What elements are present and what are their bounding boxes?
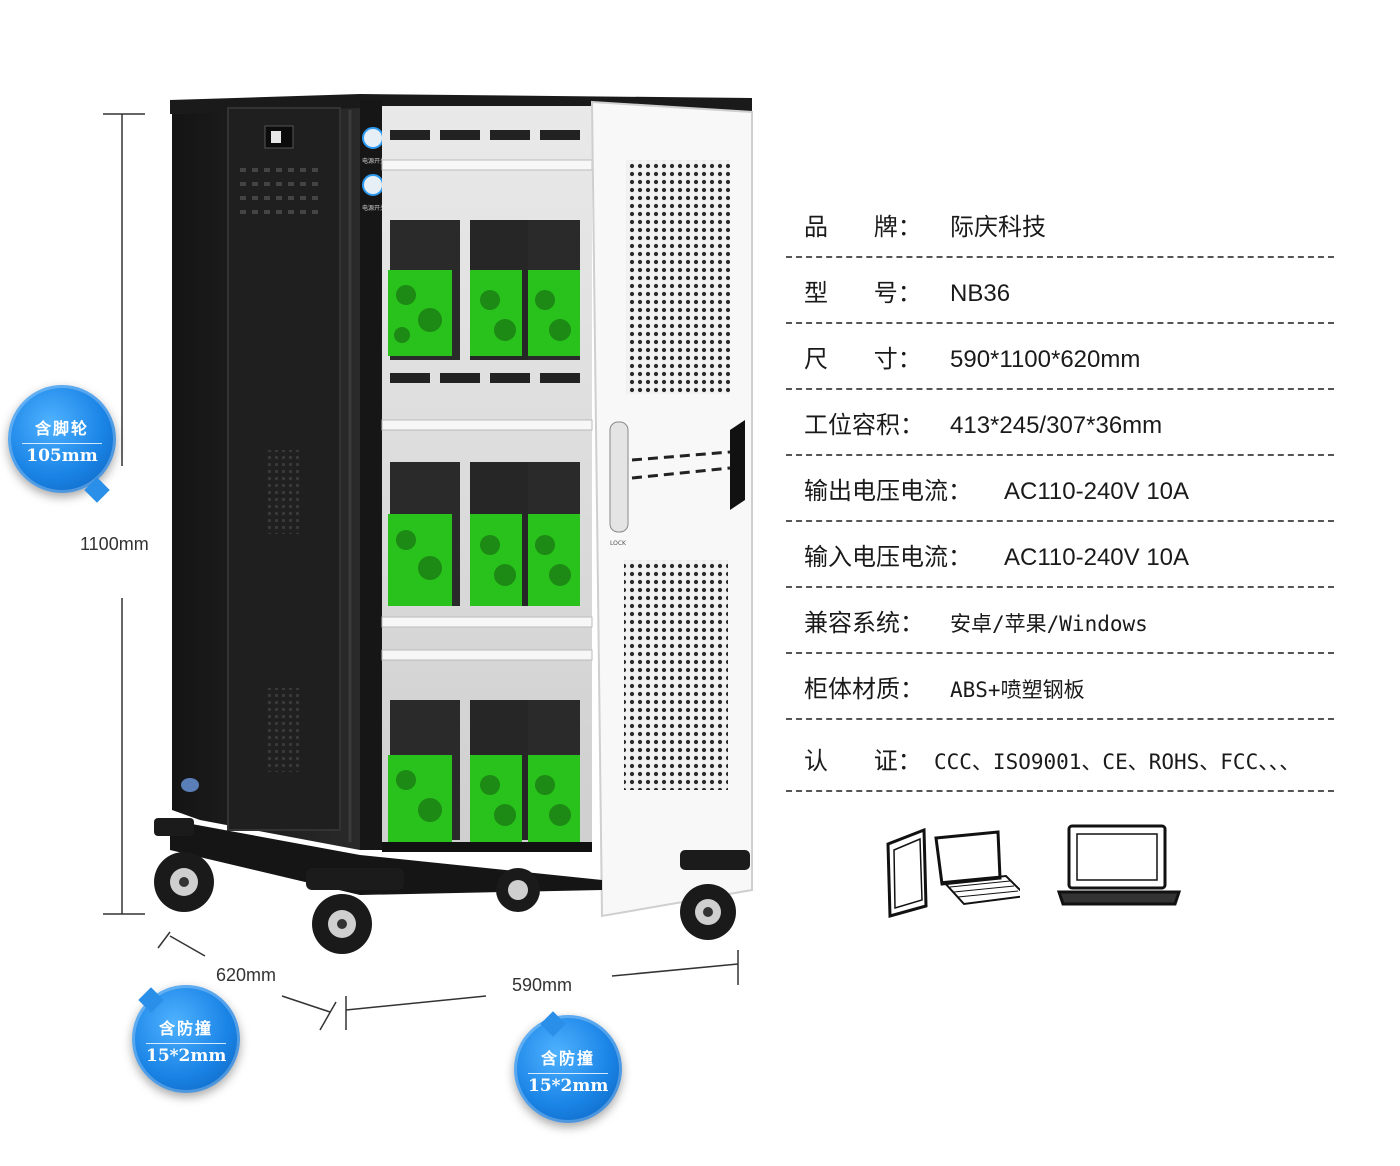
spec-row-size: 尺 寸： 590*1100*620mm — [786, 322, 1334, 390]
svg-text:LOCK: LOCK — [610, 540, 627, 547]
spec-row-output-power: 输出电压电流： AC110-240V 10A — [786, 454, 1334, 522]
spec-label: 柜体材质： — [804, 675, 924, 703]
charging-cabinet-image: 电源开关 电源开关 — [154, 94, 753, 954]
badge-line2: 15*2mm — [146, 1043, 226, 1066]
spec-value: AC110-240V 10A — [1004, 544, 1190, 571]
spec-row-material: 柜体材质： ABS+喷塑钢板 — [786, 652, 1334, 720]
spec-value: 际庆科技 — [950, 214, 1046, 241]
spec-value: NB36 — [950, 280, 1011, 307]
spec-value: 413*245/307*36mm — [950, 412, 1163, 439]
caster-badge: 含脚轮 105mm — [8, 385, 116, 503]
badge-line1: 含防撞 — [540, 1049, 595, 1068]
spec-row-brand: 品 牌： 际庆科技 — [786, 190, 1334, 258]
spec-label: 输入电压电流： — [804, 543, 972, 571]
spec-value: CCC、ISO9001、CE、ROHS、FCC、、、 — [934, 750, 1301, 774]
spec-row-slot-volume: 工位容积： 413*245/307*36mm — [786, 388, 1334, 456]
spec-row-certification: 认 证： CCC、ISO9001、CE、ROHS、FCC、、、 — [786, 724, 1334, 792]
depth-dimension: 620mm — [216, 965, 277, 985]
tablet-icon — [886, 827, 1020, 918]
badge-line2: 105mm — [22, 443, 102, 466]
spec-label: 输出电压电流： — [804, 477, 972, 505]
badge-line2: 15*2mm — [528, 1073, 608, 1096]
bumper-badge-right: 含防撞 15*2mm — [514, 1011, 622, 1123]
badge-line1: 含防撞 — [158, 1019, 213, 1038]
bumper-badge-left: 含防撞 15*2mm — [132, 985, 240, 1093]
laptop-icon — [1056, 824, 1182, 906]
spec-label: 尺 寸： — [804, 345, 922, 373]
spec-row-compatible-os: 兼容系统： 安卓/苹果/Windows — [786, 586, 1334, 654]
spec-value: 安卓/苹果/Windows — [950, 612, 1148, 636]
svg-text:电源开关: 电源开关 — [362, 157, 386, 165]
width-dimension: 590mm — [512, 975, 573, 995]
badge-line1: 含脚轮 — [34, 419, 89, 438]
spec-label: 型 号： — [804, 279, 922, 307]
spec-label: 工位容积： — [804, 411, 924, 439]
spec-label: 兼容系统： — [804, 609, 924, 637]
height-dimension: 1100mm — [80, 534, 149, 554]
spec-row-input-power: 输入电压电流： AC110-240V 10A — [786, 520, 1334, 588]
spec-value: ABS+喷塑钢板 — [950, 678, 1085, 702]
spec-value: 590*1100*620mm — [950, 346, 1141, 373]
spec-row-model: 型 号： NB36 — [786, 256, 1334, 324]
spec-label: 品 牌： — [804, 213, 922, 241]
svg-text:电源开关: 电源开关 — [362, 204, 386, 212]
spec-label: 认 证： — [804, 747, 922, 775]
spec-value: AC110-240V 10A — [1004, 478, 1190, 505]
